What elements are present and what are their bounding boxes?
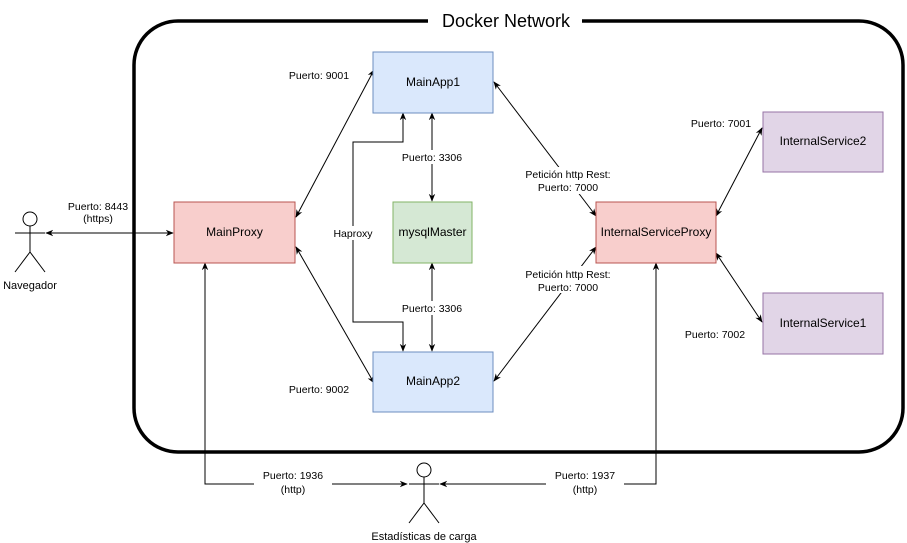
edge-label-app1-isp-line1: Petición http Rest: xyxy=(525,169,610,181)
edge-mainproxy-mainapp1 xyxy=(295,69,375,218)
actor-estadisticas-label: Estadísticas de carga xyxy=(371,531,477,543)
edge-label-app2-isp-line1: Petición http Rest: xyxy=(525,269,610,281)
edge-internalserviceproxy-internalservice1 xyxy=(715,252,763,323)
edge-label-navegador-protocol: (https) xyxy=(83,213,113,225)
node-mainapp2[interactable]: MainApp2 xyxy=(372,351,494,413)
edge-label-internalservice2-port: Puerto: 7001 xyxy=(691,118,751,130)
edge-label-app2-isp-line2: Puerto: 7000 xyxy=(538,282,598,294)
svg-text:MainApp2: MainApp2 xyxy=(406,374,460,388)
node-mainapp1[interactable]: MainApp1 xyxy=(372,51,494,114)
svg-text:mysqlMaster: mysqlMaster xyxy=(398,225,466,239)
svg-text:InternalService2: InternalService2 xyxy=(780,134,867,148)
node-internalservice1[interactable]: InternalService1 xyxy=(762,292,884,355)
docker-network-title: Docker Network xyxy=(442,11,571,31)
edge-label-app1-isp-line2: Puerto: 7000 xyxy=(538,182,598,194)
edge-mainproxy-mainapp2 xyxy=(295,246,375,384)
actor-navegador-label: Navegador xyxy=(3,280,57,292)
edge-mainproxy-estadisticas xyxy=(201,262,408,488)
edge-label-stats-mainproxy-port: Puerto: 1936 xyxy=(263,470,323,482)
edge-internalserviceproxy-internalservice2 xyxy=(715,127,763,217)
edge-label-mainapp1-port: Puerto: 9001 xyxy=(289,70,349,82)
edge-label-stats-isp-protocol: (http) xyxy=(573,484,598,496)
edge-mainapp1-internalserviceproxy xyxy=(493,81,597,217)
edge-label-navegador-port: Puerto: 8443 xyxy=(68,201,128,213)
actor-navegador-icon xyxy=(14,211,46,273)
edge-label-stats-isp-port: Puerto: 1937 xyxy=(555,470,615,482)
edge-label-mainapp2-port: Puerto: 9002 xyxy=(289,384,349,396)
actor-estadisticas-icon xyxy=(408,462,440,524)
edge-label-stats-mainproxy-protocol: (http) xyxy=(281,484,306,496)
svg-text:InternalService1: InternalService1 xyxy=(780,316,867,330)
edge-label-haproxy: Haproxy xyxy=(333,228,373,240)
node-internalserviceproxy[interactable]: InternalServiceProxy xyxy=(595,201,717,264)
svg-text:MainApp1: MainApp1 xyxy=(406,75,460,89)
edge-label-internalservice1-port: Puerto: 7002 xyxy=(685,329,745,341)
svg-text:MainProxy: MainProxy xyxy=(206,225,263,239)
edge-label-mysql-top-port: Puerto: 3306 xyxy=(402,152,462,164)
svg-text:InternalServiceProxy: InternalServiceProxy xyxy=(601,225,712,239)
node-mainproxy[interactable]: MainProxy xyxy=(173,201,296,264)
node-internalservice2[interactable]: InternalService2 xyxy=(762,111,884,173)
edge-internalserviceproxy-estadisticas xyxy=(439,262,660,488)
node-mysqlmaster[interactable]: mysqlMaster xyxy=(392,201,473,264)
edge-label-mysql-bottom-port: Puerto: 3306 xyxy=(402,303,462,315)
